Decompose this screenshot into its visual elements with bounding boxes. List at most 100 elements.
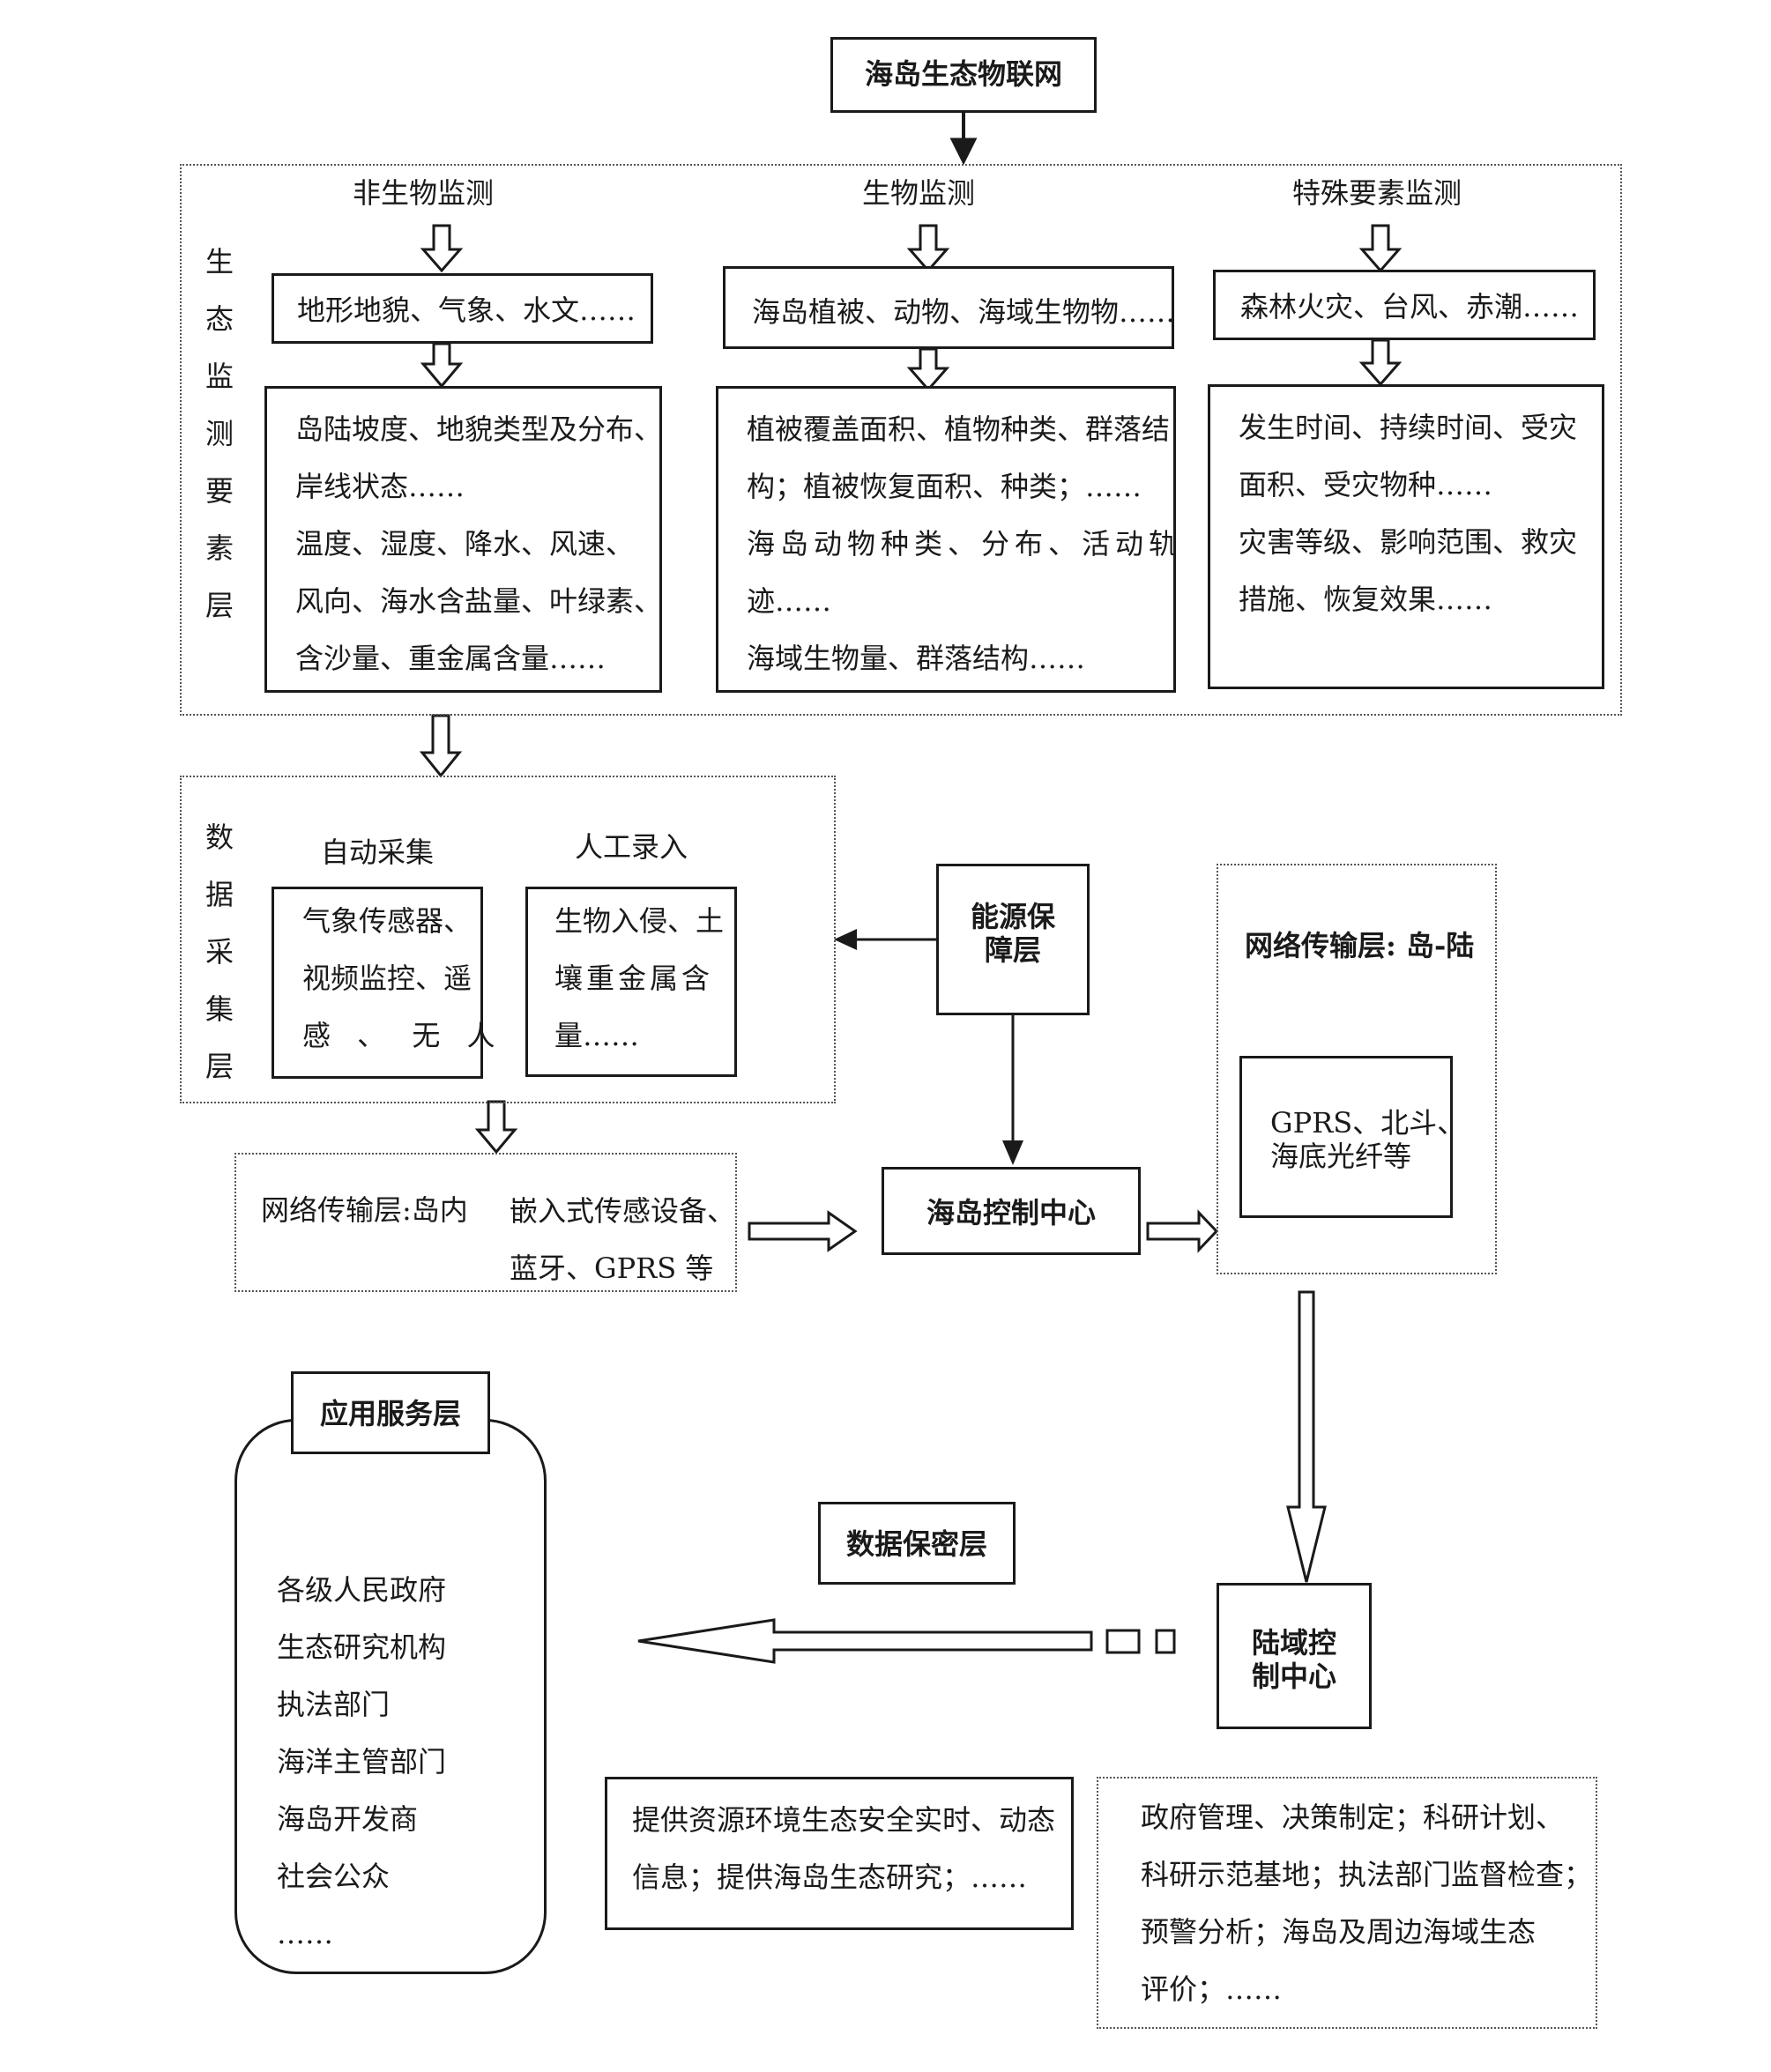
arrow-to-app-layer <box>637 1618 1093 1664</box>
root-title: 海岛生态物联网 <box>864 57 1062 91</box>
user-item: 海洋主管部门 <box>277 1745 447 1779</box>
land-network-layer <box>1217 864 1497 1274</box>
detail-line: 岛陆坡度、地貌类型及分布、 <box>295 412 663 446</box>
detail-line: 植被覆盖面积、植物种类、群落结 <box>747 412 1171 446</box>
info-lines: 提供资源环境生态安全实时、动态 信息；提供海岛生态研究；…… <box>632 1792 1055 1906</box>
collection-layer-label: 数 据 采 集 层 <box>202 809 237 1095</box>
monitoring-layer-label: 生 态 监 测 要 素 层 <box>202 234 237 635</box>
root-node: 海岛生态物联网 <box>830 37 1097 113</box>
arrow-tail-square-2 <box>1155 1629 1176 1654</box>
detail-line: 灾害等级、影响范围、救灾 <box>1239 525 1578 559</box>
biotic-summary: 海岛植被、动物、海域生物物…… <box>752 295 1176 329</box>
arrow-control-to-landnet <box>1146 1209 1219 1253</box>
detail-line: 生物入侵、土 <box>554 904 725 938</box>
arrow-landnet-to-landcontrol <box>1286 1290 1327 1583</box>
uses-line: 政府管理、决策制定；科研计划、 <box>1141 1801 1565 1834</box>
manual-entry-lines: 生物入侵、土 壤重金属含 量…… <box>554 893 724 1065</box>
info-line: 信息；提供海岛生态研究；…… <box>632 1860 1028 1894</box>
abiotic-detail-box: 岛陆坡度、地貌类型及分布、 岸线状态…… 温度、湿度、降水、风速、 风向、海水含… <box>264 386 662 693</box>
manual-entry-box: 生物入侵、土 壤重金属含 量…… <box>525 887 737 1077</box>
security-title: 数据保密层 <box>845 1527 987 1561</box>
energy-line: 障层 <box>984 933 1041 967</box>
abiotic-title: 非生物监测 <box>353 176 495 210</box>
biotic-details: 植被覆盖面积、植物种类、群落结 构；植被恢复面积、种类；…… 海岛动物种类、分布… <box>747 401 1182 687</box>
detail-line: 量…… <box>554 1019 640 1052</box>
user-item: 执法部门 <box>277 1688 391 1721</box>
biotic-detail-box: 植被覆盖面积、植物种类、群落结 构；植被恢复面积、种类；…… 海岛动物种类、分布… <box>716 386 1177 693</box>
user-item: 社会公众 <box>277 1860 391 1893</box>
detail-line: 嵌入式传感设备、 <box>510 1194 736 1228</box>
special-summary: 森林火灾、台风、赤潮…… <box>1240 290 1580 323</box>
biotic-title: 生物监测 <box>862 176 976 210</box>
arrow-abiotic-1 <box>420 224 464 273</box>
detail-line: 构；植被恢复面积、种类；…… <box>747 470 1142 503</box>
data-security-layer: 数据保密层 <box>818 1502 1016 1585</box>
detail-line: 迹…… <box>747 584 832 618</box>
uses-box: 政府管理、决策制定；科研计划、 科研示范基地；执法部门监督检查； 预警分析；海岛… <box>1097 1777 1597 2029</box>
detail-line: 视频监控、遥 <box>302 962 473 995</box>
uses-line: 科研示范基地；执法部门监督检查； <box>1141 1858 1593 1891</box>
biotic-summary-box: 海岛植被、动物、海域生物物…… <box>723 266 1176 349</box>
auto-collect-box: 气象传感器、 视频监控、遥 感 、 无 人 <box>272 887 495 1079</box>
info-box: 提供资源环境生态安全实时、动态 信息；提供海岛生态研究；…… <box>605 1777 1074 1930</box>
detail-line: 感 、 无 人 <box>302 1019 504 1052</box>
land-control-line: 制中心 <box>1251 1660 1336 1693</box>
label-char: 采 <box>205 935 234 969</box>
info-line: 提供资源环境生态安全实时、动态 <box>632 1803 1056 1837</box>
special-detail-box: 发生时间、持续时间、受灾 面积、受灾物种…… 灾害等级、影响范围、救灾 措施、恢… <box>1208 384 1604 689</box>
arrow-biotic-2 <box>906 347 950 392</box>
tech-line: GPRS、北斗、 <box>1270 1106 1466 1140</box>
manual-entry-title: 人工录入 <box>575 830 688 864</box>
user-item: 生态研究机构 <box>277 1630 447 1664</box>
detail-line: 气象传感器、 <box>302 904 473 938</box>
arrow-network-to-control <box>748 1210 858 1252</box>
app-layer-title-box: 应用服务层 <box>291 1371 490 1454</box>
arrow-monitor-to-collect <box>419 714 463 778</box>
abiotic-summary: 地形地貌、气象、水文…… <box>297 293 636 327</box>
land-network-label: 网络传输层: 岛-陆 <box>1245 929 1475 962</box>
detail-line: 温度、湿度、降水、风速、 <box>295 527 635 561</box>
user-item: 海岛开发商 <box>277 1802 419 1836</box>
land-control-center: 陆域控 制中心 <box>1217 1583 1372 1729</box>
arrow-collect-to-network <box>474 1100 518 1155</box>
label-char: 层 <box>205 589 234 622</box>
auto-collect-title: 自动采集 <box>321 835 435 869</box>
label-char: 素 <box>205 531 234 565</box>
label-char: 测 <box>205 417 234 450</box>
special-details: 发生时间、持续时间、受灾 面积、受灾物种…… 灾害等级、影响范围、救灾 措施、恢… <box>1239 399 1577 628</box>
island-network-tech: 嵌入式传感设备、 蓝牙、GPRS 等 <box>510 1183 735 1297</box>
arrow-root-down <box>949 137 978 166</box>
user-item: 各级人民政府 <box>277 1573 447 1607</box>
energy-layer-box: 能源保 障层 <box>936 864 1090 1015</box>
uses-line: 评价；…… <box>1141 1972 1283 2006</box>
label-char: 层 <box>205 1050 234 1083</box>
app-layer-users: 各级人民政府 生态研究机构 执法部门 海洋主管部门 海岛开发商 社会公众 …… <box>277 1562 446 1963</box>
land-network-tech-box: GPRS、北斗、 海底光纤等 <box>1239 1056 1465 1218</box>
app-layer-title: 应用服务层 <box>319 1397 461 1430</box>
label-char: 集 <box>205 992 234 1026</box>
special-title: 特殊要素监测 <box>1292 176 1462 210</box>
detail-line: 海域生物量、群落结构…… <box>747 642 1086 675</box>
collection-layer <box>180 776 836 1103</box>
island-network-layer <box>234 1153 737 1292</box>
detail-line: 壤重金属含 <box>554 962 714 995</box>
arrow-special-2 <box>1358 338 1403 387</box>
label-char: 要 <box>205 474 234 508</box>
detail-line: 措施、恢复效果…… <box>1239 583 1493 616</box>
detail-line: 含沙量、重金属含量…… <box>295 642 606 675</box>
arrow-tail-square-1 <box>1105 1629 1141 1654</box>
arrow-biotic-1 <box>906 224 950 273</box>
detail-line: 发生时间、持续时间、受灾 <box>1239 411 1578 444</box>
detail-line: 风向、海水含盐量、叶绿素、 <box>295 584 663 618</box>
label-char: 生 <box>205 245 234 278</box>
arrow-energy-to-collect <box>834 929 857 950</box>
user-item: …… <box>277 1917 333 1950</box>
energy-line: 能源保 <box>970 900 1055 933</box>
arrow-special-1 <box>1358 224 1403 273</box>
land-control-line: 陆域控 <box>1251 1626 1336 1660</box>
uses-line: 预警分析；海岛及周边海域生态 <box>1141 1915 1537 1949</box>
label-char: 监 <box>205 360 234 393</box>
island-network-label: 网络传输层:岛内 <box>261 1193 468 1227</box>
label-char: 态 <box>205 302 234 336</box>
